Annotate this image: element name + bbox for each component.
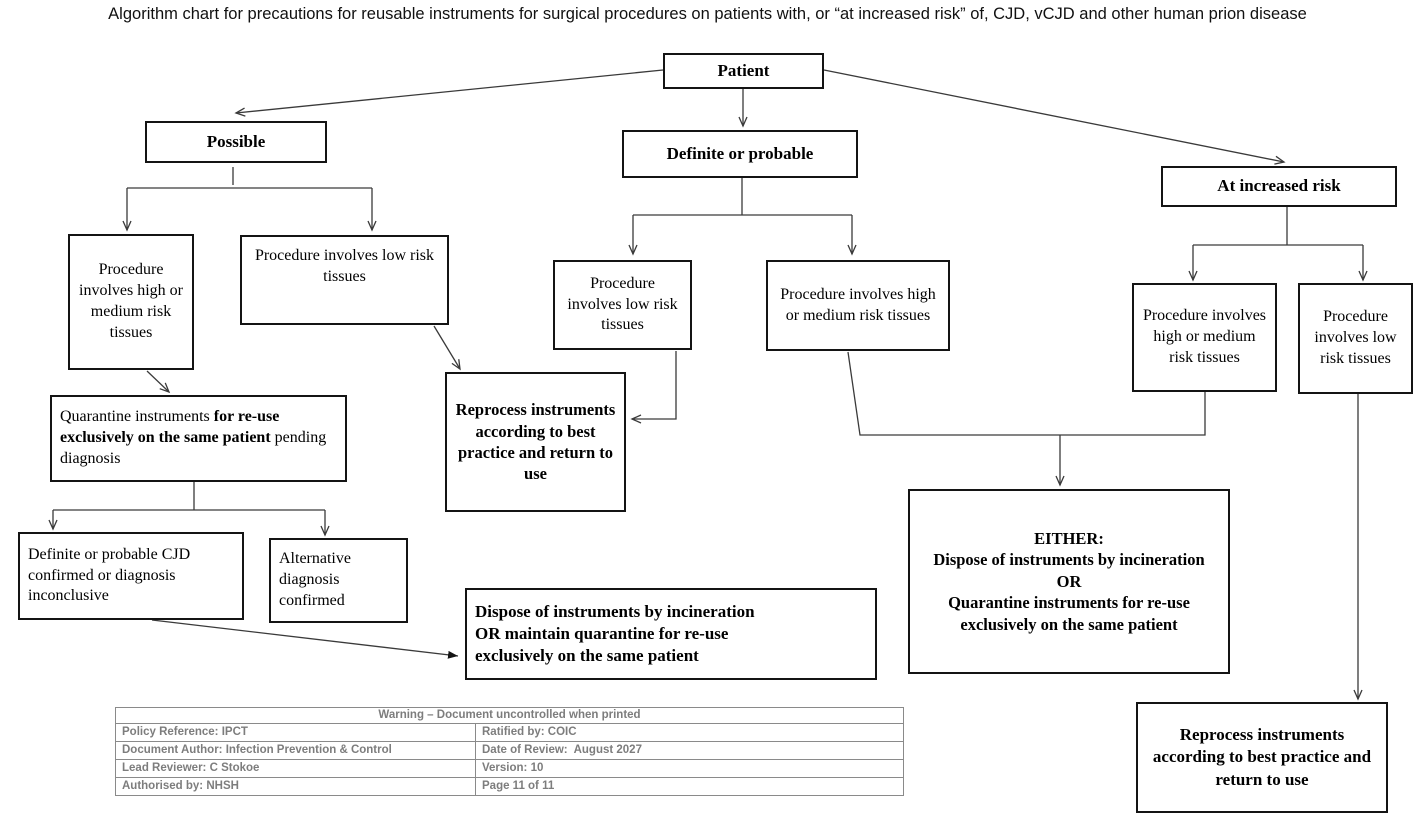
node-risk-low-tissues: Procedure involves low risk tissues [1298, 283, 1413, 394]
version-cell: Version: 10 [482, 762, 544, 774]
node-reprocess-instruments-mid: Reprocess instruments according to best … [445, 372, 626, 512]
node-quarantine-pending-diagnosis: Quarantine instruments for re-use exclus… [50, 395, 347, 482]
table-row: Policy Reference: IPCT Ratified by: COIC [116, 724, 903, 742]
node-cjd-confirmed-or-inconclusive: Definite or probable CJD confirmed or di… [18, 532, 244, 620]
node-at-increased-risk: At increased risk [1161, 166, 1397, 207]
quarantine-text-regular: Quarantine instruments [60, 408, 214, 426]
document-author-cell: Document Author: Infection Prevention & … [116, 742, 476, 759]
table-row: Authorised by: NHSH Page 11 of 11 [116, 778, 903, 795]
warning-row: Warning – Document uncontrolled when pri… [116, 708, 903, 724]
document-control-table: Warning – Document uncontrolled when pri… [115, 707, 904, 796]
ratified-by-cell: Ratified by: COIC [482, 726, 577, 738]
node-possible-high-medium-tissues: Procedure involves high or medium risk t… [68, 234, 194, 370]
lead-reviewer-cell: Lead Reviewer: C Stokoe [116, 760, 476, 777]
node-possible-low-tissues: Procedure involves low risk tissues [240, 235, 449, 325]
node-either-dispose-or-quarantine: EITHER: Dispose of instruments by incine… [908, 489, 1230, 674]
node-risk-high-medium-tissues: Procedure involves high or medium risk t… [1132, 283, 1277, 392]
page-number-cell: Page 11 of 11 [482, 780, 555, 792]
node-dispose-or-maintain-quarantine: Dispose of instruments by incineration O… [465, 588, 877, 680]
node-alternative-diagnosis: Alternative diagnosis confirmed [269, 538, 408, 623]
table-row: Lead Reviewer: C Stokoe Version: 10 [116, 760, 903, 778]
page-title: Algorithm chart for precautions for reus… [108, 5, 1307, 23]
node-definite-high-medium-tissues: Procedure involves high or medium risk t… [766, 260, 950, 351]
node-patient: Patient [663, 53, 824, 89]
quarantine-text-regular-2: pending diagnosis [60, 429, 327, 467]
policy-reference-cell: Policy Reference: IPCT [116, 724, 476, 741]
authorised-by-cell: Authorised by: NHSH [116, 778, 476, 795]
node-reprocess-instruments-right: Reprocess instruments according to best … [1136, 702, 1388, 813]
date-of-review-cell: Date of Review: August 2027 [482, 744, 642, 756]
node-definite-or-probable: Definite or probable [622, 130, 858, 178]
quarantine-text-bold: for re-use exclusively on the same patie… [60, 408, 280, 447]
node-possible: Possible [145, 121, 327, 163]
table-row: Document Author: Infection Prevention & … [116, 742, 903, 760]
node-definite-low-tissues: Procedure involves low risk tissues [553, 260, 692, 350]
